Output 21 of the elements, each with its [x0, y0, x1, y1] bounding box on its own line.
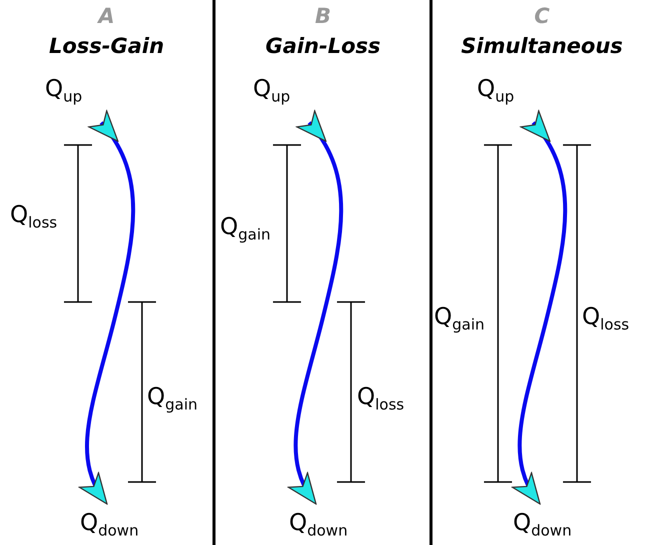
- flow-arrow: [512, 110, 568, 505]
- bracket-label: Q$_{loss}$: [357, 386, 404, 413]
- flow-label: Q$_{down}$: [513, 512, 572, 539]
- bracket-label: Q$_{loss}$: [10, 204, 58, 231]
- panel-letter: A: [98, 4, 115, 28]
- flow-arrow: [288, 110, 344, 505]
- bracket-label: Q$_{gain}$: [220, 216, 270, 243]
- flow-label: Q$_{up}$: [253, 78, 290, 105]
- flow-arrow: [80, 110, 136, 505]
- bracket-label: Q$_{loss}$: [582, 306, 630, 333]
- flow-label: Q$_{up}$: [45, 78, 82, 105]
- panel-letter: C: [534, 4, 550, 28]
- flow-label: Q$_{up}$: [477, 78, 514, 105]
- flow-label: Q$_{down}$: [80, 512, 139, 539]
- panel-title: Simultaneous: [461, 34, 623, 58]
- bracket-label: Q$_{gain}$: [434, 306, 484, 333]
- panel-letter: B: [314, 4, 331, 28]
- flow-label: Q$_{down}$: [289, 512, 348, 539]
- bracket-label: Q$_{gain}$: [147, 386, 198, 413]
- panel-title: Loss-Gain: [48, 34, 164, 58]
- panel-title: Gain-Loss: [265, 34, 381, 58]
